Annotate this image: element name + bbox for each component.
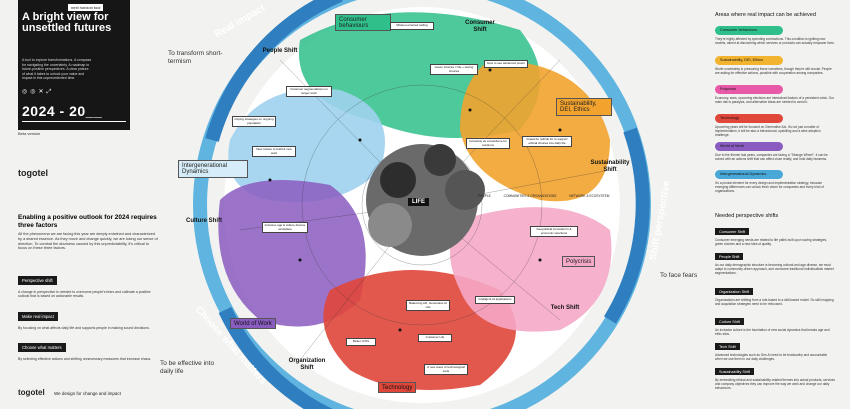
shift-people: People Shift xyxy=(262,48,298,54)
bubble: How to see advanced power xyxy=(484,60,528,68)
areas-heading: Areas where real impact can be achieved xyxy=(715,12,816,18)
area-desc: It's a pivotal element for every design … xyxy=(715,181,824,193)
need-desc: Advanced technologies such as Gen AI nee… xyxy=(715,353,828,361)
side-transform: To transform short-termism xyxy=(168,50,223,65)
badge-polycrisis: Polycrisis xyxy=(562,256,596,267)
bubble: Better cOPs xyxy=(346,338,376,346)
bubble: Customer segmentations no longer work xyxy=(286,86,332,98)
footer-tagline: We design for change and impact xyxy=(53,391,121,396)
bubble: Mission-oriented selling xyxy=(390,22,434,30)
brand-logo: togotel xyxy=(18,168,48,178)
area-desc: Worth uncertainty is pressuring those na… xyxy=(715,67,832,75)
need-badge: People Shift xyxy=(715,253,744,260)
glasses-icon: ◎◎ xyxy=(22,89,39,95)
need-desc: Organizations are shifting from a role-b… xyxy=(715,298,834,306)
shift-organization: Organization Shift xyxy=(288,358,326,371)
face-2 xyxy=(424,144,456,176)
area-desc: Economy, wars, upcoming elections are in… xyxy=(715,96,834,104)
factor-item: Choose what matters By selecting effecti… xyxy=(18,336,158,361)
needs-heading: Needed perspective shifts xyxy=(715,213,779,219)
outer-ring-arc-right xyxy=(604,127,650,324)
blob-orange xyxy=(460,60,610,202)
factor-label: Make real impact xyxy=(18,311,58,321)
area-desc: They're highly affected by spending cont… xyxy=(715,37,835,45)
legend: PEOPLE COMMUNITIES & ORGANIZATIONS NETWO… xyxy=(478,194,638,198)
need-desc: As our daily demographic structure is be… xyxy=(715,263,834,275)
area-pill: Intergenerational Dynamics xyxy=(715,170,783,179)
expand-icon: ⤢ xyxy=(46,89,55,95)
footer-logo: togotel xyxy=(18,388,45,397)
badge-world-of-work: World of Work xyxy=(230,318,276,329)
badge-sustainability: Sustainability, DEI, Ethics xyxy=(556,98,612,116)
connector-lines xyxy=(239,59,611,361)
poster-divider xyxy=(22,121,126,122)
badge-intergenerational: Intergenerational Dynamics xyxy=(178,160,248,178)
poster-title: A bright view for unsettled futures xyxy=(22,11,112,34)
bubble: Intelligent AI applications xyxy=(475,296,515,304)
outer-ring-arc-top xyxy=(205,0,343,142)
blob-purple xyxy=(218,180,366,327)
center-life-label: LIFE xyxy=(408,198,429,206)
bubble: Balancing AR, Generative AI Life xyxy=(406,300,450,312)
factor-item: Make real impact By focusing on what aff… xyxy=(18,305,158,330)
shift-tech: Tech Shift xyxy=(550,305,580,311)
factor-desc: A change in perspective is needed to ove… xyxy=(18,290,151,299)
need-badge: Consumer Shift xyxy=(715,228,750,235)
side-effective: To be effective into daily life xyxy=(160,360,215,375)
left-intro: All the phenomena we are facing this yea… xyxy=(18,232,158,251)
bubble: Inclusive age & culture diverse workplac… xyxy=(262,222,308,234)
footer: togotel We design for change and impact xyxy=(18,388,121,397)
area-pill: Polycrisis xyxy=(715,85,783,94)
need-desc: By embedding ethical and sustainability-… xyxy=(715,378,835,390)
factor-desc: By focusing on what affects daily life a… xyxy=(18,325,150,330)
left-heading: Enabling a positive outlook for 2024 req… xyxy=(18,214,157,229)
area-pill: Consumer behaviours xyxy=(715,26,783,35)
factor-label: Choose what matters xyxy=(18,342,66,352)
need-desc: Consumer emerging needs are related to l… xyxy=(715,238,828,246)
need-badge: Sustainability Shift xyxy=(715,368,755,375)
cross-icon: ✕ xyxy=(38,89,47,95)
side-face-fears: To face fears xyxy=(660,272,698,279)
bubble: New culture to build & new work xyxy=(252,146,296,158)
poster-icons: ◎◎✕⤢ xyxy=(22,88,54,96)
beta-label: Beta version xyxy=(18,131,41,136)
bubble: A new wave of technological tools xyxy=(424,364,468,376)
need-desc: An inclusive culture is the foundation o… xyxy=(715,328,830,336)
area-desc: Due to the thinner last years, companies… xyxy=(715,153,828,161)
area-pill: Sustainability, DEI, Ethics xyxy=(715,56,783,65)
bubble: Geopolitical innovation's & economic san… xyxy=(530,226,578,238)
bubble: Coping strategies on ongoing population xyxy=(232,116,276,128)
poster-card: next horizon tool A bright view for unse… xyxy=(18,0,130,130)
area-pill: Technology xyxy=(715,114,783,123)
bubble: Green choices = life + saving choices xyxy=(430,64,478,76)
area-desc: Upcoming years will be focused on Genera… xyxy=(715,125,821,137)
badge-technology: Technology xyxy=(378,382,417,393)
badge-consumer-behaviours: Consumer behaviours xyxy=(335,14,391,31)
need-badge: Organization Shift xyxy=(715,288,754,295)
bubble: Customer Life xyxy=(418,334,452,342)
face-4 xyxy=(368,203,412,247)
face-1 xyxy=(380,162,416,198)
bubble: Greed for rethink for to support ethical… xyxy=(522,136,572,148)
factor-label: Perspective shift xyxy=(18,276,57,285)
legend-networks: NETWORK & ECOSYSTEM xyxy=(569,194,610,198)
factor-item: Perspective shift A change in perspectiv… xyxy=(18,269,158,299)
poster-description: A tool to explore transformations. A com… xyxy=(22,58,92,80)
area-pill: World of Work xyxy=(715,142,783,151)
bubble: Inclusivity as a backbone for solutions xyxy=(466,138,510,150)
poster-tag: next horizon tool xyxy=(68,4,104,11)
face-3 xyxy=(445,170,485,210)
legend-people: PEOPLE xyxy=(478,194,491,198)
shift-culture: Culture Shift xyxy=(186,218,222,224)
need-badge: Tech Shift xyxy=(715,343,740,350)
legend-communities: COMMUNITIES & ORGANIZATIONS xyxy=(503,194,557,198)
shift-consumer: Consumer Shift xyxy=(465,20,495,33)
poster-year: 2024 - 20__ xyxy=(22,103,103,119)
shift-sustainability: Sustainability Shift xyxy=(590,160,630,173)
need-badge: Culture Shift xyxy=(715,318,744,325)
factor-list: Perspective shift A change in perspectiv… xyxy=(18,269,158,367)
factor-desc: By selecting effective actions and shift… xyxy=(18,356,152,361)
